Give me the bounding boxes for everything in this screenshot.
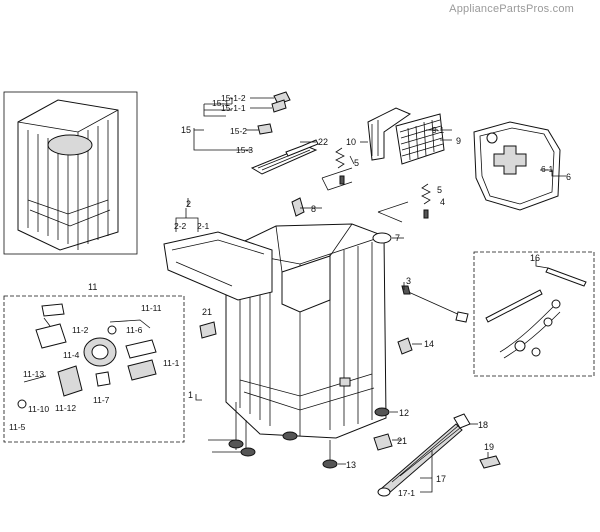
label-21-lower: 21 [397,436,407,446]
label-11-11: 11-11 [141,303,162,313]
hub-part [372,232,404,244]
label-21-upper: 21 [202,307,212,317]
control-panel-frame [163,208,273,301]
label-11-7: 11-7 [93,395,110,405]
watermark-text: AppliancePartsPros.com [449,3,574,15]
label-17: 17 [436,474,446,484]
label-15-1: 15-1 [212,98,229,108]
leader-lines [187,129,438,401]
label-7: 7 [395,233,400,243]
label-1: 1 [188,390,193,400]
label-2: 2 [186,199,191,209]
label-2-2: 2-2 [174,221,187,231]
label-8: 8 [311,204,316,214]
label-11-5: 11-5 [9,422,26,432]
rear-cover-part [473,121,566,211]
label-6-1: 6-1 [541,164,554,174]
label-3: 3 [406,276,411,286]
label-11-13: 11-13 [23,369,44,379]
label-11-6: 11-6 [126,325,143,335]
label-12: 12 [399,408,409,418]
valve-part [291,197,310,217]
label-5-lower: 5 [437,185,442,195]
label-9: 9 [456,136,461,146]
label-14: 14 [424,339,434,349]
label-11-12: 11-12 [55,403,76,413]
part-labels: 15-1-2 15-1-1 15-1 15 15-2 15-3 22 10 9-… [9,93,571,498]
suspension-springs [321,147,431,223]
drain-hose-parts [377,413,501,497]
label-19: 19 [484,442,494,452]
leveling-feet [208,402,398,469]
label-5-upper: 5 [354,158,359,168]
label-6: 6 [566,172,571,182]
label-11: 11 [88,282,97,292]
label-10: 10 [346,137,356,147]
pump-assembly-box [3,295,185,443]
label-15-3: 15-3 [236,145,253,155]
label-2-1: 2-1 [197,221,210,231]
label-4: 4 [440,197,445,207]
wire-harness-box [473,251,595,377]
label-22: 22 [318,137,328,147]
detergent-dispenser-parts [193,91,319,175]
label-11-10: 11-10 [28,404,49,414]
label-11-1: 11-1 [163,358,180,368]
label-15-2: 15-2 [230,126,247,136]
label-15: 15 [181,125,191,135]
brackets-21 [199,321,402,451]
assembled-cabinet-inset [3,91,138,255]
label-9-1: 9-1 [432,125,445,135]
label-15-1-2: 15-1-2 [221,93,246,103]
label-17-1: 17-1 [398,488,415,498]
label-11-2: 11-2 [72,325,89,335]
label-11-4: 11-4 [63,350,80,360]
filter-and-duct-parts [360,107,452,165]
label-15-1-1: 15-1-1 [221,103,246,113]
label-13: 13 [346,460,356,470]
label-18: 18 [478,420,488,430]
label-16: 16 [530,253,540,263]
